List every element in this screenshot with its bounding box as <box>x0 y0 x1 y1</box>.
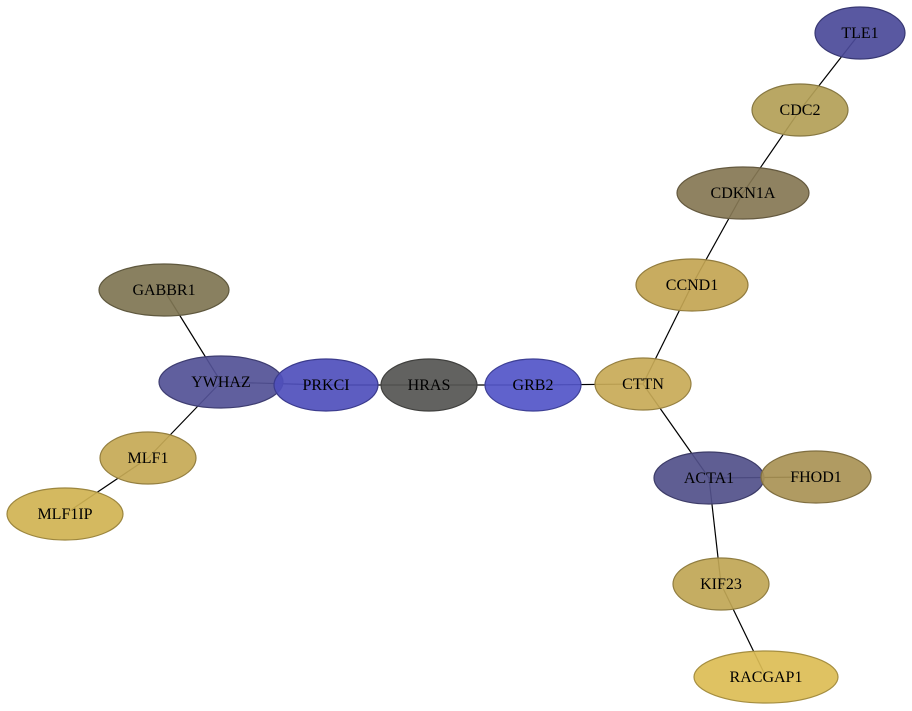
node-shape <box>594 357 692 411</box>
node-label: MLF1 <box>128 450 169 467</box>
node-cdkn1a[interactable]: CDKN1A <box>676 166 810 220</box>
node-tle1[interactable]: TLE1 <box>814 6 906 60</box>
node-shape <box>672 557 770 611</box>
node-label: CTTN <box>622 376 664 393</box>
node-shape <box>676 166 810 220</box>
node-hras[interactable]: HRAS <box>380 358 478 412</box>
node-shape <box>693 650 839 704</box>
node-label: GRB2 <box>513 377 554 394</box>
node-ywhaz[interactable]: YWHAZ <box>158 355 284 409</box>
node-label: FHOD1 <box>790 469 842 486</box>
node-label: ACTA1 <box>684 470 734 487</box>
node-mlf1[interactable]: MLF1 <box>99 431 197 485</box>
node-shape <box>760 450 872 504</box>
node-fhod1[interactable]: FHOD1 <box>760 450 872 504</box>
node-cdc2[interactable]: CDC2 <box>751 83 849 137</box>
node-shape <box>273 358 379 412</box>
node-label: YWHAZ <box>191 374 251 391</box>
node-label: CDC2 <box>780 102 821 119</box>
node-label: MLF1IP <box>37 506 92 523</box>
node-shape <box>380 358 478 412</box>
node-shape <box>814 6 906 60</box>
node-shape <box>484 358 582 412</box>
node-gabbr1[interactable]: GABBR1 <box>98 263 230 317</box>
node-label: HRAS <box>408 377 451 394</box>
node-acta1[interactable]: ACTA1 <box>653 451 765 505</box>
node-shape <box>6 487 124 541</box>
node-cttn[interactable]: CTTN <box>594 357 692 411</box>
node-kif23[interactable]: KIF23 <box>672 557 770 611</box>
node-label: RACGAP1 <box>730 669 803 686</box>
node-label: KIF23 <box>700 576 742 593</box>
node-shape <box>99 431 197 485</box>
node-label: GABBR1 <box>132 282 195 299</box>
node-racgap1[interactable]: RACGAP1 <box>693 650 839 704</box>
node-mlf1ip[interactable]: MLF1IP <box>6 487 124 541</box>
node-grb2[interactable]: GRB2 <box>484 358 582 412</box>
node-ccnd1[interactable]: CCND1 <box>635 258 749 312</box>
node-label: CCND1 <box>666 277 718 294</box>
node-label: TLE1 <box>841 25 878 42</box>
node-shape <box>98 263 230 317</box>
node-shape <box>751 83 849 137</box>
node-label: PRKCI <box>302 377 349 394</box>
node-shape <box>635 258 749 312</box>
node-label: CDKN1A <box>711 185 776 202</box>
node-prkci[interactable]: PRKCI <box>273 358 379 412</box>
